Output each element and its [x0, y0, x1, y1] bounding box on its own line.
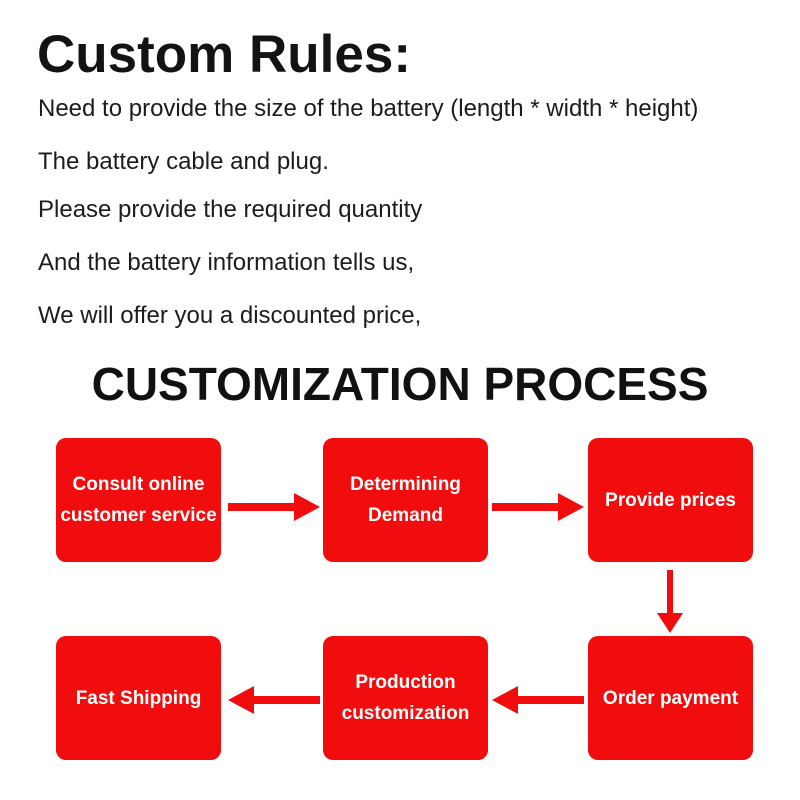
arrow-shaft: [228, 503, 294, 511]
step-label-line: Production: [355, 672, 456, 693]
step-label-line: customer service: [60, 505, 217, 526]
arrow-head-right-icon: [294, 493, 320, 521]
rule-line-battery-size: Need to provide the size of the battery …: [38, 95, 699, 122]
step-label-line: customization: [341, 703, 470, 724]
step-label-line: Fast Shipping: [75, 687, 202, 709]
arrow-head-left-icon: [492, 686, 518, 714]
arrow-head-right-icon: [558, 493, 584, 521]
arrow-provide-prices-to-order-payment: [657, 570, 683, 633]
step-label-line: Determining: [350, 474, 461, 495]
rule-line-quantity: Please provide the required quantity: [38, 196, 423, 223]
process-heading: CUSTOMIZATION PROCESS: [91, 358, 709, 410]
arrow-production-to-fast-shipping: [228, 686, 320, 714]
rule-line-cable-plug: The battery cable and plug.: [38, 148, 329, 175]
step-order-payment: Order payment: [588, 636, 753, 760]
rule-line-battery-info: And the battery information tells us,: [38, 249, 415, 276]
arrow-shaft: [667, 570, 673, 613]
step-label-line: Provide prices: [605, 489, 736, 511]
arrow-head-left-icon: [228, 686, 254, 714]
step-label-line: Consult online: [72, 474, 205, 495]
step-label-line: Order payment: [602, 687, 739, 709]
page-title: Custom Rules:: [37, 25, 411, 84]
arrow-shaft: [518, 696, 584, 704]
step-consult-online-customer-service: Consult online customer service: [56, 438, 221, 562]
arrow-order-payment-to-production: [492, 686, 584, 714]
step-provide-prices: Provide prices: [588, 438, 753, 562]
rule-line-discount: We will offer you a discounted price,: [38, 302, 422, 329]
step-fast-shipping: Fast Shipping: [56, 636, 221, 760]
arrow-determining-to-provide-prices: [492, 493, 584, 521]
arrow-shaft: [492, 503, 558, 511]
arrow-shaft: [254, 696, 320, 704]
step-label-line: Demand: [368, 505, 443, 526]
step-production-customization: Production customization: [323, 636, 488, 760]
step-determining-demand: Determining Demand: [323, 438, 488, 562]
arrow-consult-to-determining: [228, 493, 320, 521]
arrow-head-down-icon: [657, 613, 683, 633]
